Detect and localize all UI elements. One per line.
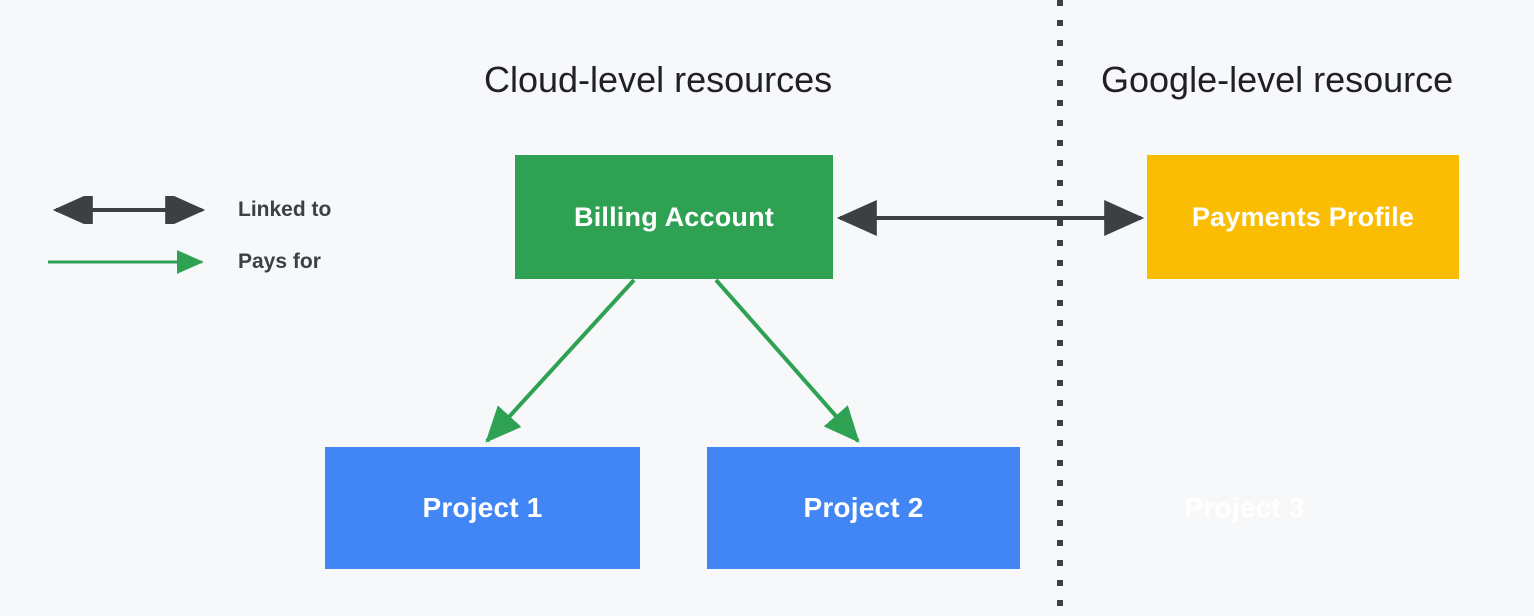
heading-google-level-resource: Google-level resource (1101, 59, 1454, 100)
heading-cloud-level-resources: Cloud-level resources (484, 59, 833, 100)
double-headed-arrow-icon (52, 196, 206, 224)
node-project-2[interactable]: Project 2 (707, 447, 1020, 569)
node-project-2-label: Project 2 (803, 492, 924, 523)
legend-item-pays-for: Pays for (44, 240, 321, 284)
node-payments-profile[interactable]: Payments Profile (1147, 155, 1459, 279)
node-billing-account-label: Billing Account (574, 201, 774, 232)
single-headed-arrow-icon (48, 250, 204, 274)
node-billing-account[interactable]: Billing Account (515, 155, 833, 279)
legend-item-linked-to: Linked to (44, 188, 331, 232)
edge-billing-to-project-1 (485, 278, 636, 443)
node-project-1-label: Project 1 (422, 492, 543, 523)
node-project-1[interactable]: Project 1 (325, 447, 640, 569)
edge-billing-to-project-2 (714, 278, 860, 443)
node-project-3[interactable]: Project 3 (1088, 447, 1401, 569)
legend-label-pays-for: Pays for (238, 250, 321, 273)
node-payments-profile-label: Payments Profile (1191, 201, 1415, 232)
legend-label-linked-to: Linked to (238, 198, 332, 221)
legend: Linked to Pays for (44, 188, 404, 292)
node-project-3-label: Project 3 (1184, 492, 1305, 523)
vertical-dotted-divider (1057, 0, 1063, 616)
